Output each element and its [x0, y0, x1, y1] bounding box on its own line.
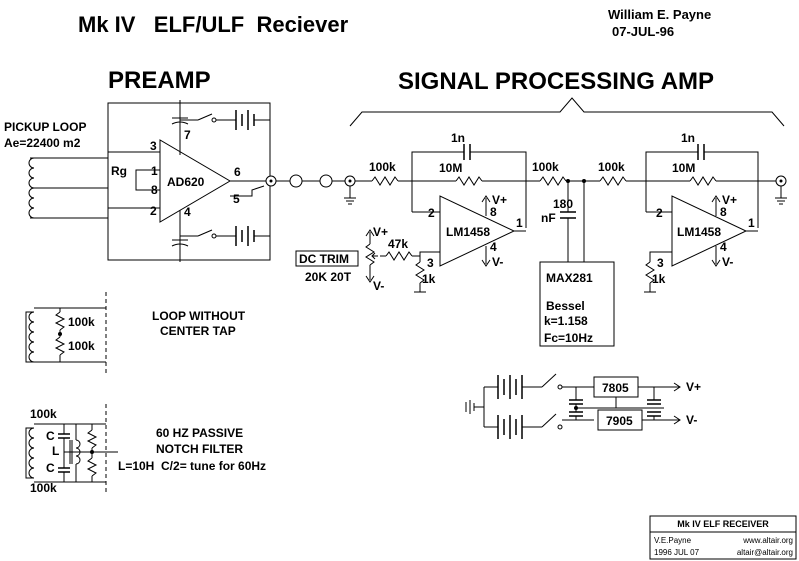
ad620-pin-5: 5 [233, 192, 240, 206]
notch-c-bottom: C [46, 461, 55, 475]
preamp-heading: PREAMP [108, 67, 211, 94]
stage1-vplus: V+ [492, 193, 507, 207]
stage1-pin-3: 3 [427, 256, 434, 270]
section-brace [349, 97, 785, 127]
ferrite-bead-2 [319, 174, 333, 188]
max281-filter [539, 261, 615, 347]
ad620-pin-6: 6 [234, 165, 241, 179]
stage1-pin-2: 2 [428, 206, 435, 220]
max281-label: MAX281 [546, 271, 593, 285]
filter-cap-value: 180 [553, 197, 573, 211]
loop-label-1: LOOP WITHOUT [152, 309, 246, 323]
loop-area-label: Ae=22400 m2 [4, 136, 81, 150]
stage2-pin-2: 2 [656, 206, 663, 220]
loop-label-2: CENTER TAP [160, 324, 236, 338]
stage2-bias-resistor: 1k [652, 272, 666, 286]
author-name: William E. Payne [608, 7, 711, 22]
filter-k: k=1.158 [544, 314, 588, 328]
stage1-input-resistor: 100k [369, 160, 396, 174]
ad620-pin-8: 8 [151, 183, 158, 197]
notch-filter-section: 100k 100k C C L 60 HZ PASSIVE NOTCH FILT… [25, 404, 266, 495]
stage2-feedback-cap: 1n [681, 131, 695, 145]
stage2-pin-3: 3 [657, 256, 664, 270]
power-out-neg: V- [686, 413, 697, 427]
stage1-feedback-resistor: 10M [439, 161, 462, 175]
stage2-vminus: V- [722, 255, 733, 269]
schematic-title: Mk IV ELF/ULF Reciever [78, 12, 349, 37]
notch-label-3: L=10H C/2= tune for 60Hz [118, 459, 266, 473]
ad620-pin-7: 7 [184, 128, 191, 142]
stage2-feedback-resistor: 10M [672, 161, 695, 175]
dc-trim-pot: V+ V- [365, 225, 388, 293]
regulator-7905-label: 7905 [606, 414, 633, 428]
signal-chain: 100k 1n 10M LM1458 2 8 1 3 4 V+ V- 1k [276, 131, 787, 347]
stage2-pin-4: 4 [720, 240, 727, 254]
dc-trim-label: DC TRIM [299, 252, 349, 266]
regulator-7805-label: 7805 [602, 381, 629, 395]
stage2-input-resistor: 100k [598, 160, 625, 174]
stage1-pin-8: 8 [490, 205, 497, 219]
stage2-chip-label: LM1458 [677, 225, 721, 239]
title-block-email: altair@altair.org [737, 548, 793, 557]
preamp-battery-bottom [171, 210, 270, 262]
stage2-pin-8: 8 [720, 205, 727, 219]
pickup-loop-label: PICKUP LOOP [4, 120, 86, 134]
power-out-pos: V+ [686, 380, 701, 394]
stage2-vplus: V+ [722, 193, 737, 207]
preamp-section: PICKUP LOOP Ae=22400 m2 Rg AD620 3 1 8 2… [4, 100, 277, 262]
rg-label: Rg [111, 164, 127, 178]
power-supply-section: 7805 7905 V+ V- [465, 373, 701, 439]
stage1-pin-4: 4 [490, 240, 497, 254]
stage1-opamp [439, 195, 516, 267]
stage2-opamp [671, 195, 748, 267]
stage1-vminus: V- [492, 255, 503, 269]
stage2-pin-1: 1 [748, 216, 755, 230]
notch-r-top: 100k [30, 407, 57, 421]
notch-label-1: 60 HZ PASSIVE [156, 426, 243, 440]
stage1-bias-resistor: 1k [422, 272, 436, 286]
ad620-opamp [159, 139, 231, 223]
trim-vplus: V+ [373, 225, 388, 239]
stage1-feedback-cap: 1n [451, 131, 465, 145]
notch-c-top: C [46, 429, 55, 443]
ferrite-bead-1 [289, 174, 303, 188]
title-block-date: 1996 JUL 07 [654, 548, 700, 557]
title-block-web: www.altair.org [742, 536, 793, 545]
loop-without-tap-section: 100k 100k LOOP WITHOUT CENTER TAP [25, 292, 246, 374]
dc-trim-value: 20K 20T [305, 270, 352, 284]
loop-r2: 100k [68, 339, 95, 353]
loop-r1: 100k [68, 315, 95, 329]
rg-loop [135, 169, 160, 191]
filter-type: Bessel [546, 299, 585, 313]
title-block-name: V.E.Payne [654, 536, 692, 545]
preamp-battery-top [171, 100, 270, 155]
filter-fc: Fc=10Hz [544, 331, 593, 345]
filter-input-resistor: 100k [532, 160, 559, 174]
trim-vminus: V- [373, 279, 384, 293]
drawing-date: 07-JUL-96 [612, 24, 674, 39]
title-block-title: Mk IV ELF RECEIVER [677, 519, 769, 529]
stage1-chip-label: LM1458 [446, 225, 490, 239]
ad620-pin-4: 4 [184, 205, 191, 219]
ad620-pin-3: 3 [150, 139, 157, 153]
notch-inductor: L [52, 444, 59, 458]
stage1-trim-resistor: 47k [388, 237, 408, 251]
notch-label-2: NOTCH FILTER [156, 442, 243, 456]
ad620-pin-1: 1 [151, 164, 158, 178]
pickup-loop-coil [28, 157, 35, 219]
dc-trim-box [295, 250, 359, 267]
filter-cap-unit: nF [541, 211, 556, 225]
signal-processing-heading: SIGNAL PROCESSING AMP [398, 68, 714, 95]
stage1-pin-1: 1 [516, 216, 523, 230]
ad620-label: AD620 [167, 175, 205, 189]
notch-r-bottom: 100k [30, 481, 57, 495]
ad620-pin-2: 2 [150, 204, 157, 218]
title-block: Mk IV ELF RECEIVER V.E.Payne 1996 JUL 07… [649, 515, 797, 560]
